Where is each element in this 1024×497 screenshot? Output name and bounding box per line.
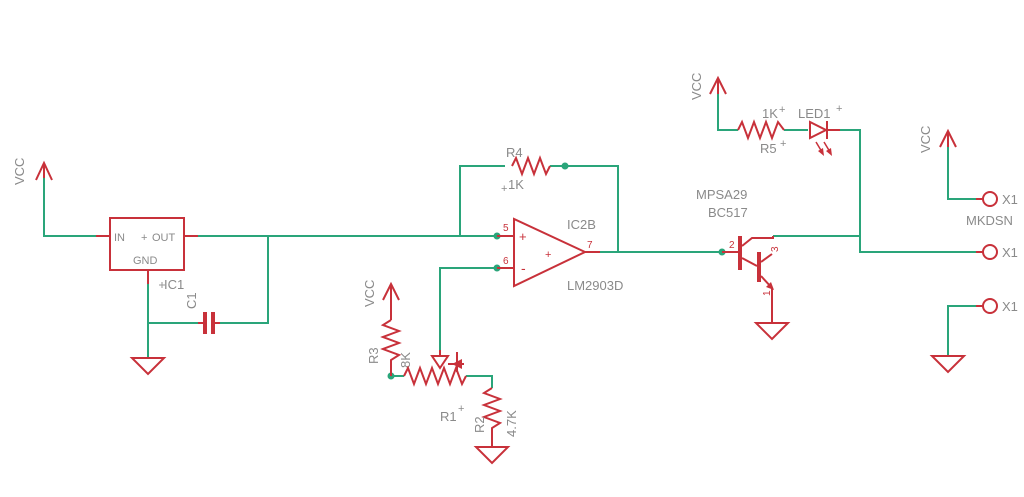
vcc-symbol-3: VCC	[689, 73, 727, 100]
svg-text:C1: C1	[184, 292, 199, 309]
opamp-ic2b: 5 6 7 + - + IC2B LM2903D	[497, 217, 623, 293]
svg-text:+: +	[501, 183, 507, 195]
svg-text:4.7K: 4.7K	[504, 410, 519, 437]
opamp-part: LM2903D	[567, 278, 623, 293]
svg-text:+: +	[779, 104, 785, 116]
r5-value: 1K	[762, 106, 778, 121]
transistor-name-2: BC517	[708, 205, 748, 220]
r4-value: 1K	[508, 177, 524, 192]
svg-text:+: +	[141, 232, 147, 244]
opamp-label: IC2B	[567, 217, 596, 232]
reg-pin-in: IN	[114, 232, 125, 244]
svg-text:+: +	[780, 138, 786, 150]
svg-text:7: 7	[587, 240, 593, 251]
wire-r4-right	[550, 165, 619, 252]
wire-r4-left	[459, 165, 505, 236]
ground-symbol-3	[753, 300, 791, 341]
ground-symbol-1	[129, 357, 167, 376]
resistor-r4: R4 1K +	[501, 145, 551, 195]
transistor-name-1: MPSA29	[696, 187, 747, 202]
wire-gnd-to-x1-bottom	[947, 305, 978, 356]
connector-x1-bottom: X1	[976, 298, 1018, 314]
resistor-r3: R3 8K	[366, 319, 413, 376]
svg-text:VCC: VCC	[12, 158, 27, 185]
vcc-symbol-4: VCC	[918, 126, 957, 153]
svg-text:+: +	[458, 403, 464, 415]
svg-text:+: +	[545, 249, 551, 261]
svg-text:8K: 8K	[398, 352, 413, 368]
wire-led-to-collector	[840, 129, 861, 236]
svg-text:X1: X1	[1002, 192, 1018, 207]
r1-label: R1	[440, 409, 457, 424]
capacitor-c1: C1	[184, 292, 220, 334]
junction-r4-right	[561, 162, 569, 170]
svg-text:VCC: VCC	[362, 280, 377, 307]
led-emission-arrows-icon	[815, 141, 832, 156]
potentiometer-r1: R1 +	[403, 350, 467, 424]
svg-text:2: 2	[729, 240, 735, 251]
svg-text:X1: X1	[1002, 299, 1018, 314]
svg-text:VCC: VCC	[918, 126, 933, 153]
r4-label: R4	[506, 145, 523, 160]
svg-text:+: +	[519, 229, 527, 244]
svg-text:R2: R2	[472, 416, 487, 433]
vcc-symbol-1: VCC	[12, 158, 53, 185]
vcc-symbol-2: VCC	[362, 280, 400, 320]
svg-text:3: 3	[770, 246, 781, 252]
reg-pin-out: OUT	[152, 232, 176, 244]
svg-text:1: 1	[762, 290, 773, 296]
wire-collector-to-x1	[773, 235, 978, 253]
resistor-r5: 1K + R5 +	[737, 104, 786, 156]
connector-x1-middle: X1	[976, 244, 1018, 260]
resistor-r2: R2 4.7K	[472, 387, 519, 437]
wire-vcc-to-reg-in	[43, 170, 110, 237]
reg-label: IC1	[164, 277, 184, 292]
wires	[43, 92, 978, 388]
connector-x1-top: X1	[976, 191, 1018, 207]
svg-text:+: +	[836, 103, 842, 115]
svg-text:R3: R3	[366, 347, 381, 364]
led-led1: LED1 +	[798, 103, 842, 156]
r5-label: R5	[760, 141, 777, 156]
wire-vcc-to-x1-top	[947, 145, 978, 200]
svg-text:VCC: VCC	[689, 73, 704, 100]
wire-pot-to-r2	[466, 375, 493, 388]
wire-vcc-to-r5	[717, 92, 738, 131]
darlington-transistor: 2 3 1 MPSA29 BC517	[696, 187, 781, 300]
led-label: LED1	[798, 106, 831, 121]
svg-text:6: 6	[503, 256, 509, 267]
reg-pin-gnd: GND	[133, 255, 158, 267]
ground-symbol-4	[929, 355, 967, 374]
junctions	[387, 162, 726, 380]
wire-cap-to-out	[216, 236, 269, 324]
svg-text:5: 5	[503, 223, 509, 234]
voltage-regulator-ic1: IN OUT + GND IC1	[96, 217, 198, 292]
connector-package: MKDSN	[966, 213, 1013, 228]
svg-text:-: -	[521, 260, 526, 276]
wire-minus-to-wiper	[439, 267, 497, 350]
ground-symbol-2	[473, 432, 511, 465]
svg-text:X1: X1	[1002, 245, 1018, 260]
